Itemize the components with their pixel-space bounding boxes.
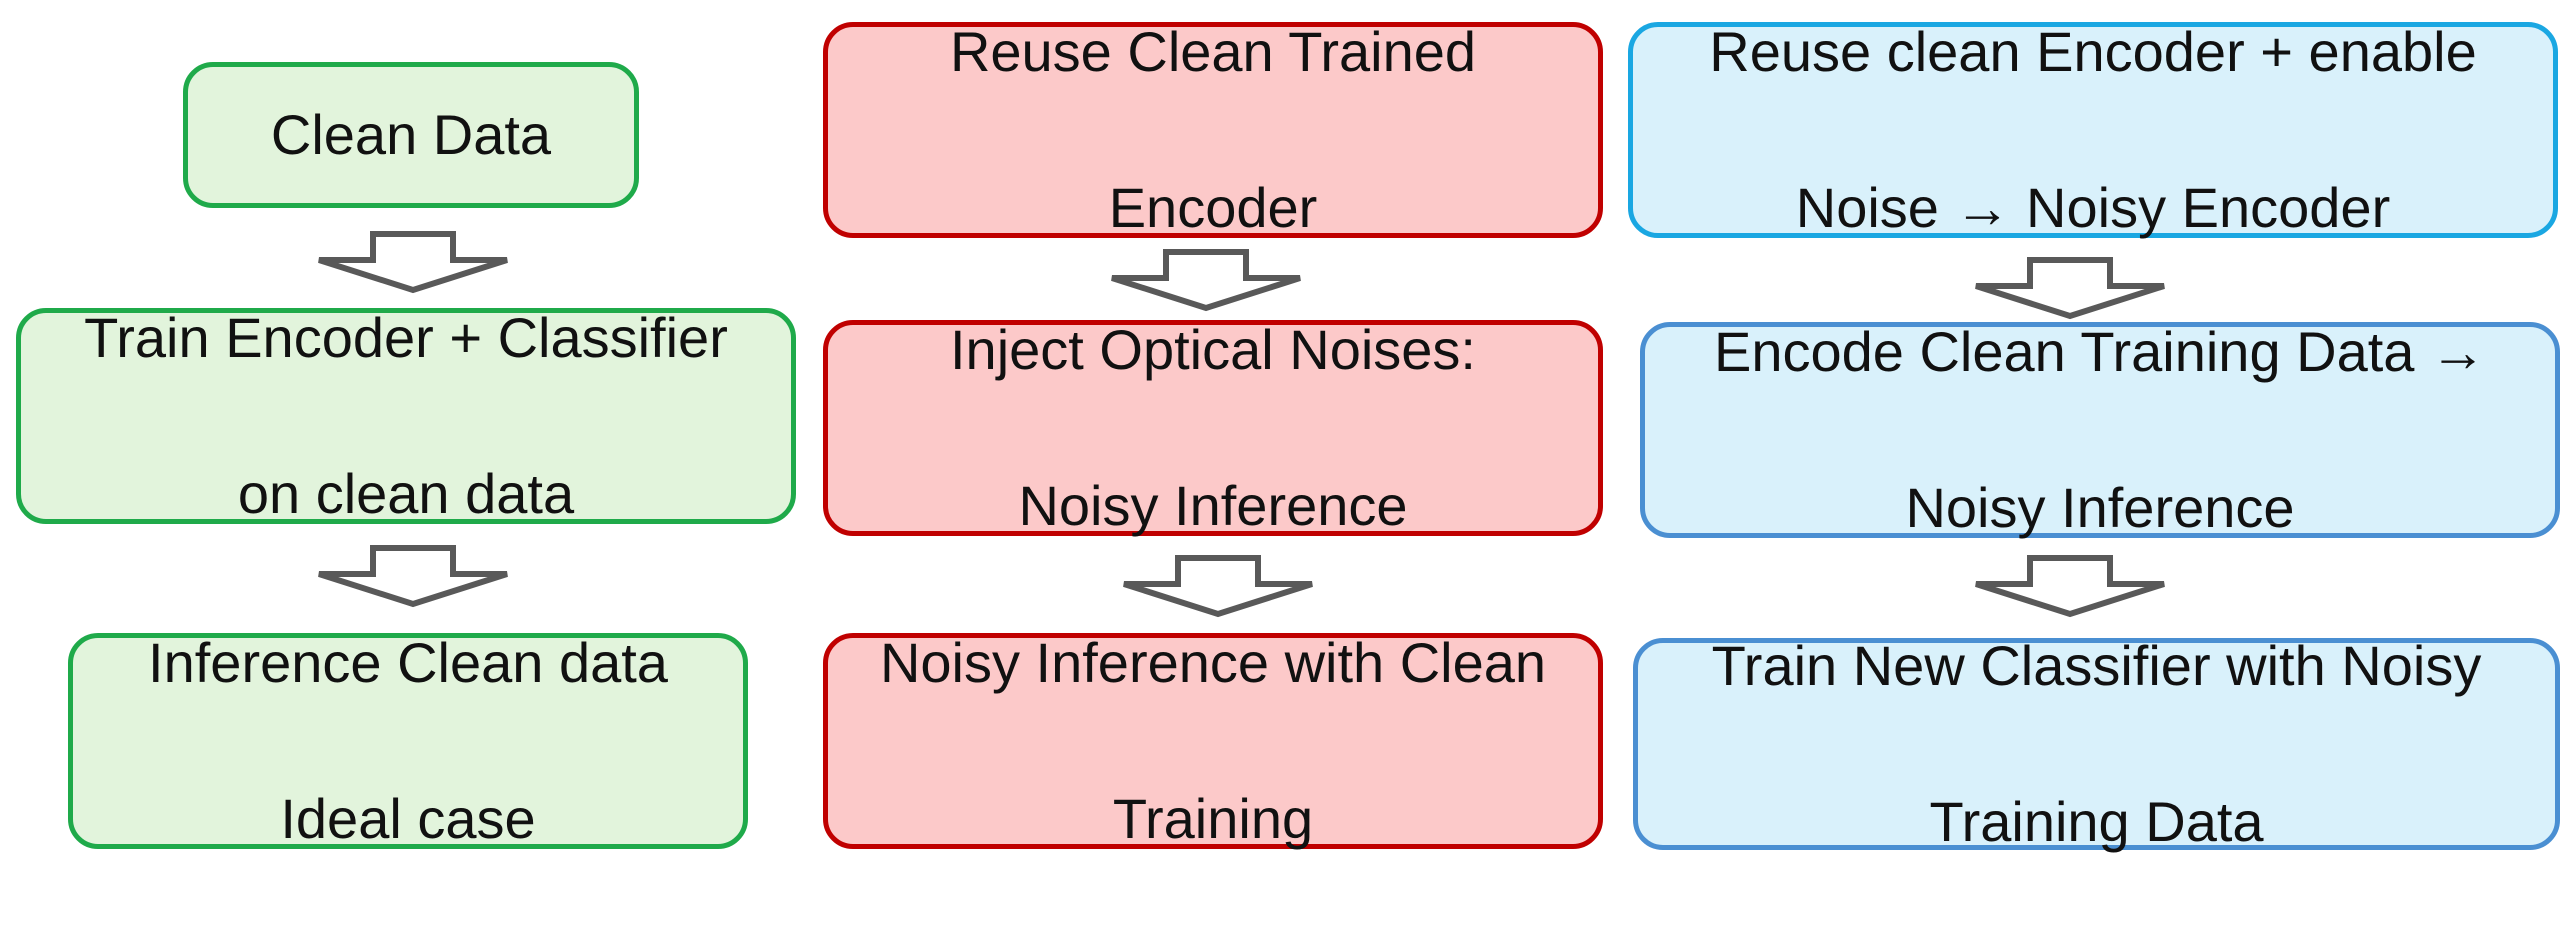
clean-data-box: Clean Data — [183, 62, 639, 208]
box-line: Noisy Inference — [1018, 474, 1408, 537]
flow-diagram: Clean Data Train Encoder + Classifier on… — [16, 20, 2560, 853]
box-text: Inject Optical Noises: Noisy Inference — [950, 233, 1476, 623]
down-arrow-icon — [315, 231, 511, 294]
train-encoder-classifier-box: Train Encoder + Classifier on clean data — [16, 306, 796, 525]
box-line: on clean data — [237, 462, 575, 525]
reuse-clean-encoder-enable-noise-box: Reuse clean Encoder + enable Noise → Noi… — [1628, 20, 2558, 239]
box-line: Inference Clean data — [148, 631, 668, 694]
box-line: Noisy Inference with Clean — [879, 631, 1547, 694]
encode-clean-training-data-box: Encode Clean Training Data → Noisy Infer… — [1640, 320, 2560, 539]
box-text: Noisy Inference with Clean Training — [880, 546, 1546, 936]
box-text: Reuse Clean Trained Encoder — [950, 0, 1476, 325]
down-arrow-icon — [1972, 555, 2168, 618]
box-line: Train New Classifier with Noisy — [1711, 634, 2482, 697]
train-new-classifier-box: Train New Classifier with Noisy Training… — [1633, 634, 2560, 853]
box-text: Reuse clean Encoder + enable Noise → Noi… — [1709, 0, 2476, 325]
box-line: Train Encoder + Classifier — [84, 306, 728, 369]
box-text: Train Encoder + Classifier on clean data — [84, 221, 728, 611]
down-arrow-icon — [315, 545, 511, 608]
down-arrow-icon — [1972, 257, 2168, 320]
box-line: Noisy Inference — [1905, 476, 2295, 539]
inject-optical-noises-box: Inject Optical Noises: Noisy Inference — [823, 318, 1603, 537]
down-arrow-icon — [1108, 249, 1304, 312]
box-line: Noise → Noisy Encoder — [1795, 176, 2391, 239]
box-line: Encoder — [1108, 176, 1318, 239]
box-line: Reuse clean Encoder + enable — [1709, 20, 2477, 83]
inference-clean-data-box: Inference Clean data Ideal case — [68, 631, 748, 850]
down-arrow-icon — [1120, 555, 1316, 618]
noisy-inference-clean-training-box: Noisy Inference with Clean Training — [823, 631, 1603, 850]
box-text: Inference Clean data Ideal case — [148, 546, 668, 936]
box-line: Training — [1112, 787, 1314, 850]
box-line: Inject Optical Noises: — [950, 318, 1476, 381]
box-text: Clean Data — [271, 18, 551, 252]
box-line: Training Data — [1929, 790, 2264, 853]
box-line: Ideal case — [280, 787, 536, 850]
box-line: Encode Clean Training Data → — [1714, 320, 2486, 383]
box-text: Encode Clean Training Data → Noisy Infer… — [1714, 235, 2486, 625]
reuse-clean-encoder-box: Reuse Clean Trained Encoder — [823, 20, 1603, 239]
box-text: Train New Classifier with Noisy Training… — [1712, 549, 2482, 939]
box-line: Reuse Clean Trained — [949, 20, 1477, 83]
box-line: Clean Data — [270, 103, 552, 166]
